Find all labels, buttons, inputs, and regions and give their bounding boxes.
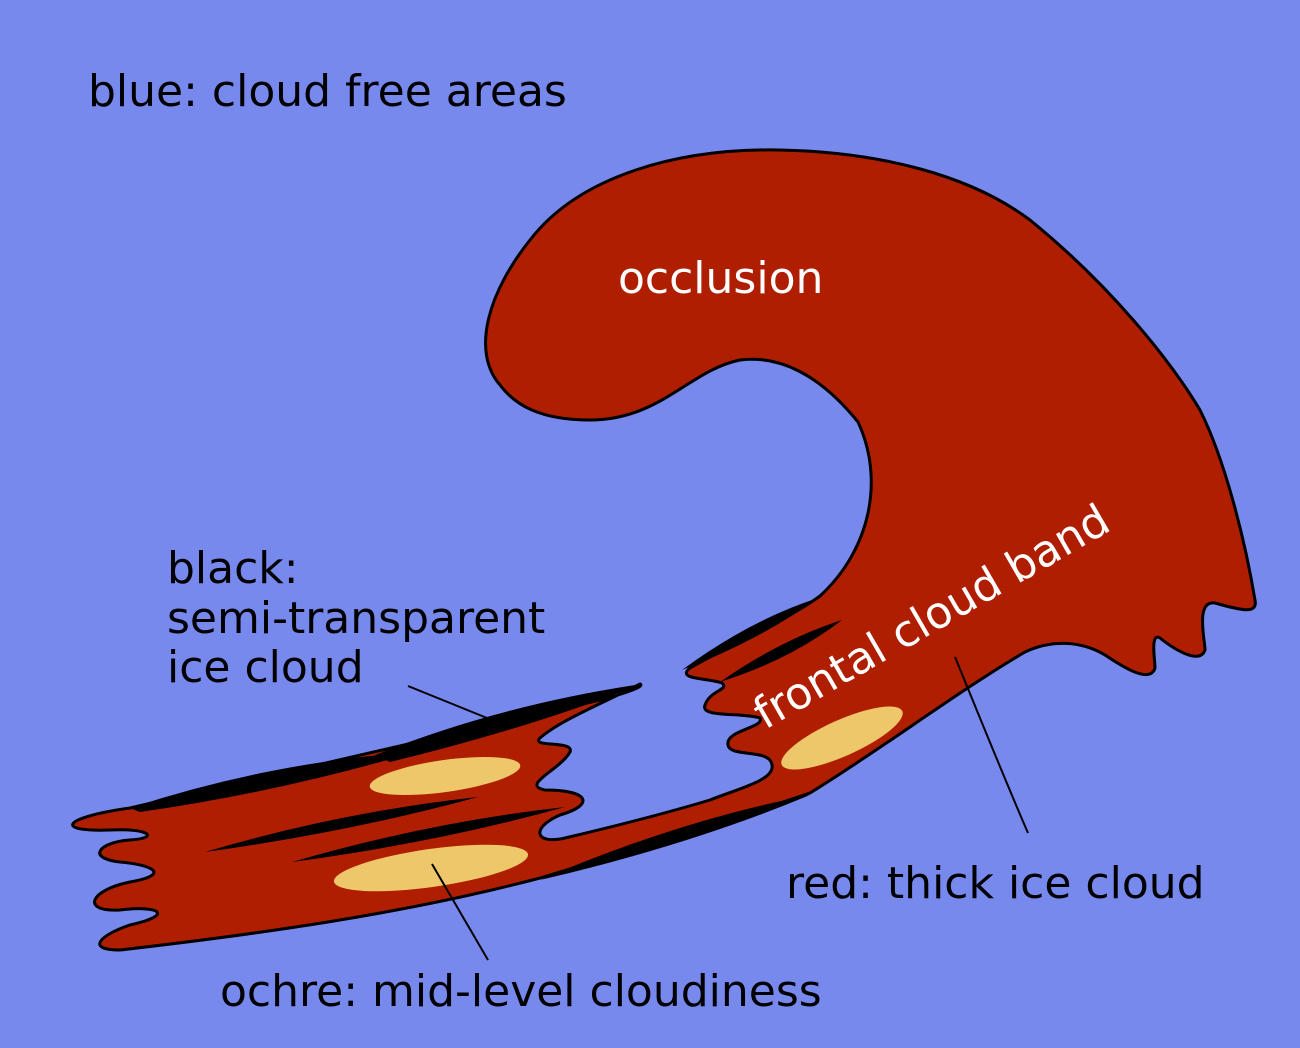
semi-transparent-streak (540, 795, 810, 880)
leader-line-red (954, 656, 1029, 834)
mid-level-cloud-patch (369, 756, 521, 796)
leader-line-ochre (431, 863, 489, 961)
label-red: red: thick ice cloud (786, 858, 1205, 909)
leader-line-black (407, 685, 488, 719)
label-blue: blue: cloud free areas (88, 66, 567, 117)
semi-transparent-streak (292, 807, 565, 862)
semi-transparent-streak (720, 620, 842, 682)
semi-transparent-streak (682, 598, 818, 670)
label-black-title: black: (167, 543, 299, 594)
mid-level-cloud-patch (333, 844, 529, 892)
label-black-line2: semi-transparent (167, 593, 545, 644)
semi-transparent-streak (205, 797, 478, 852)
label-occlusion: occlusion (618, 253, 823, 304)
label-ochre: ochre: mid-level cloudiness (220, 966, 822, 1017)
thick-ice-cloud-region (71, 148, 1257, 952)
semi-transparent-streak (375, 684, 642, 762)
semi-transparent-streak (130, 752, 415, 812)
label-black-line3: ice cloud (167, 642, 364, 693)
mid-level-cloud-patch (781, 706, 903, 770)
